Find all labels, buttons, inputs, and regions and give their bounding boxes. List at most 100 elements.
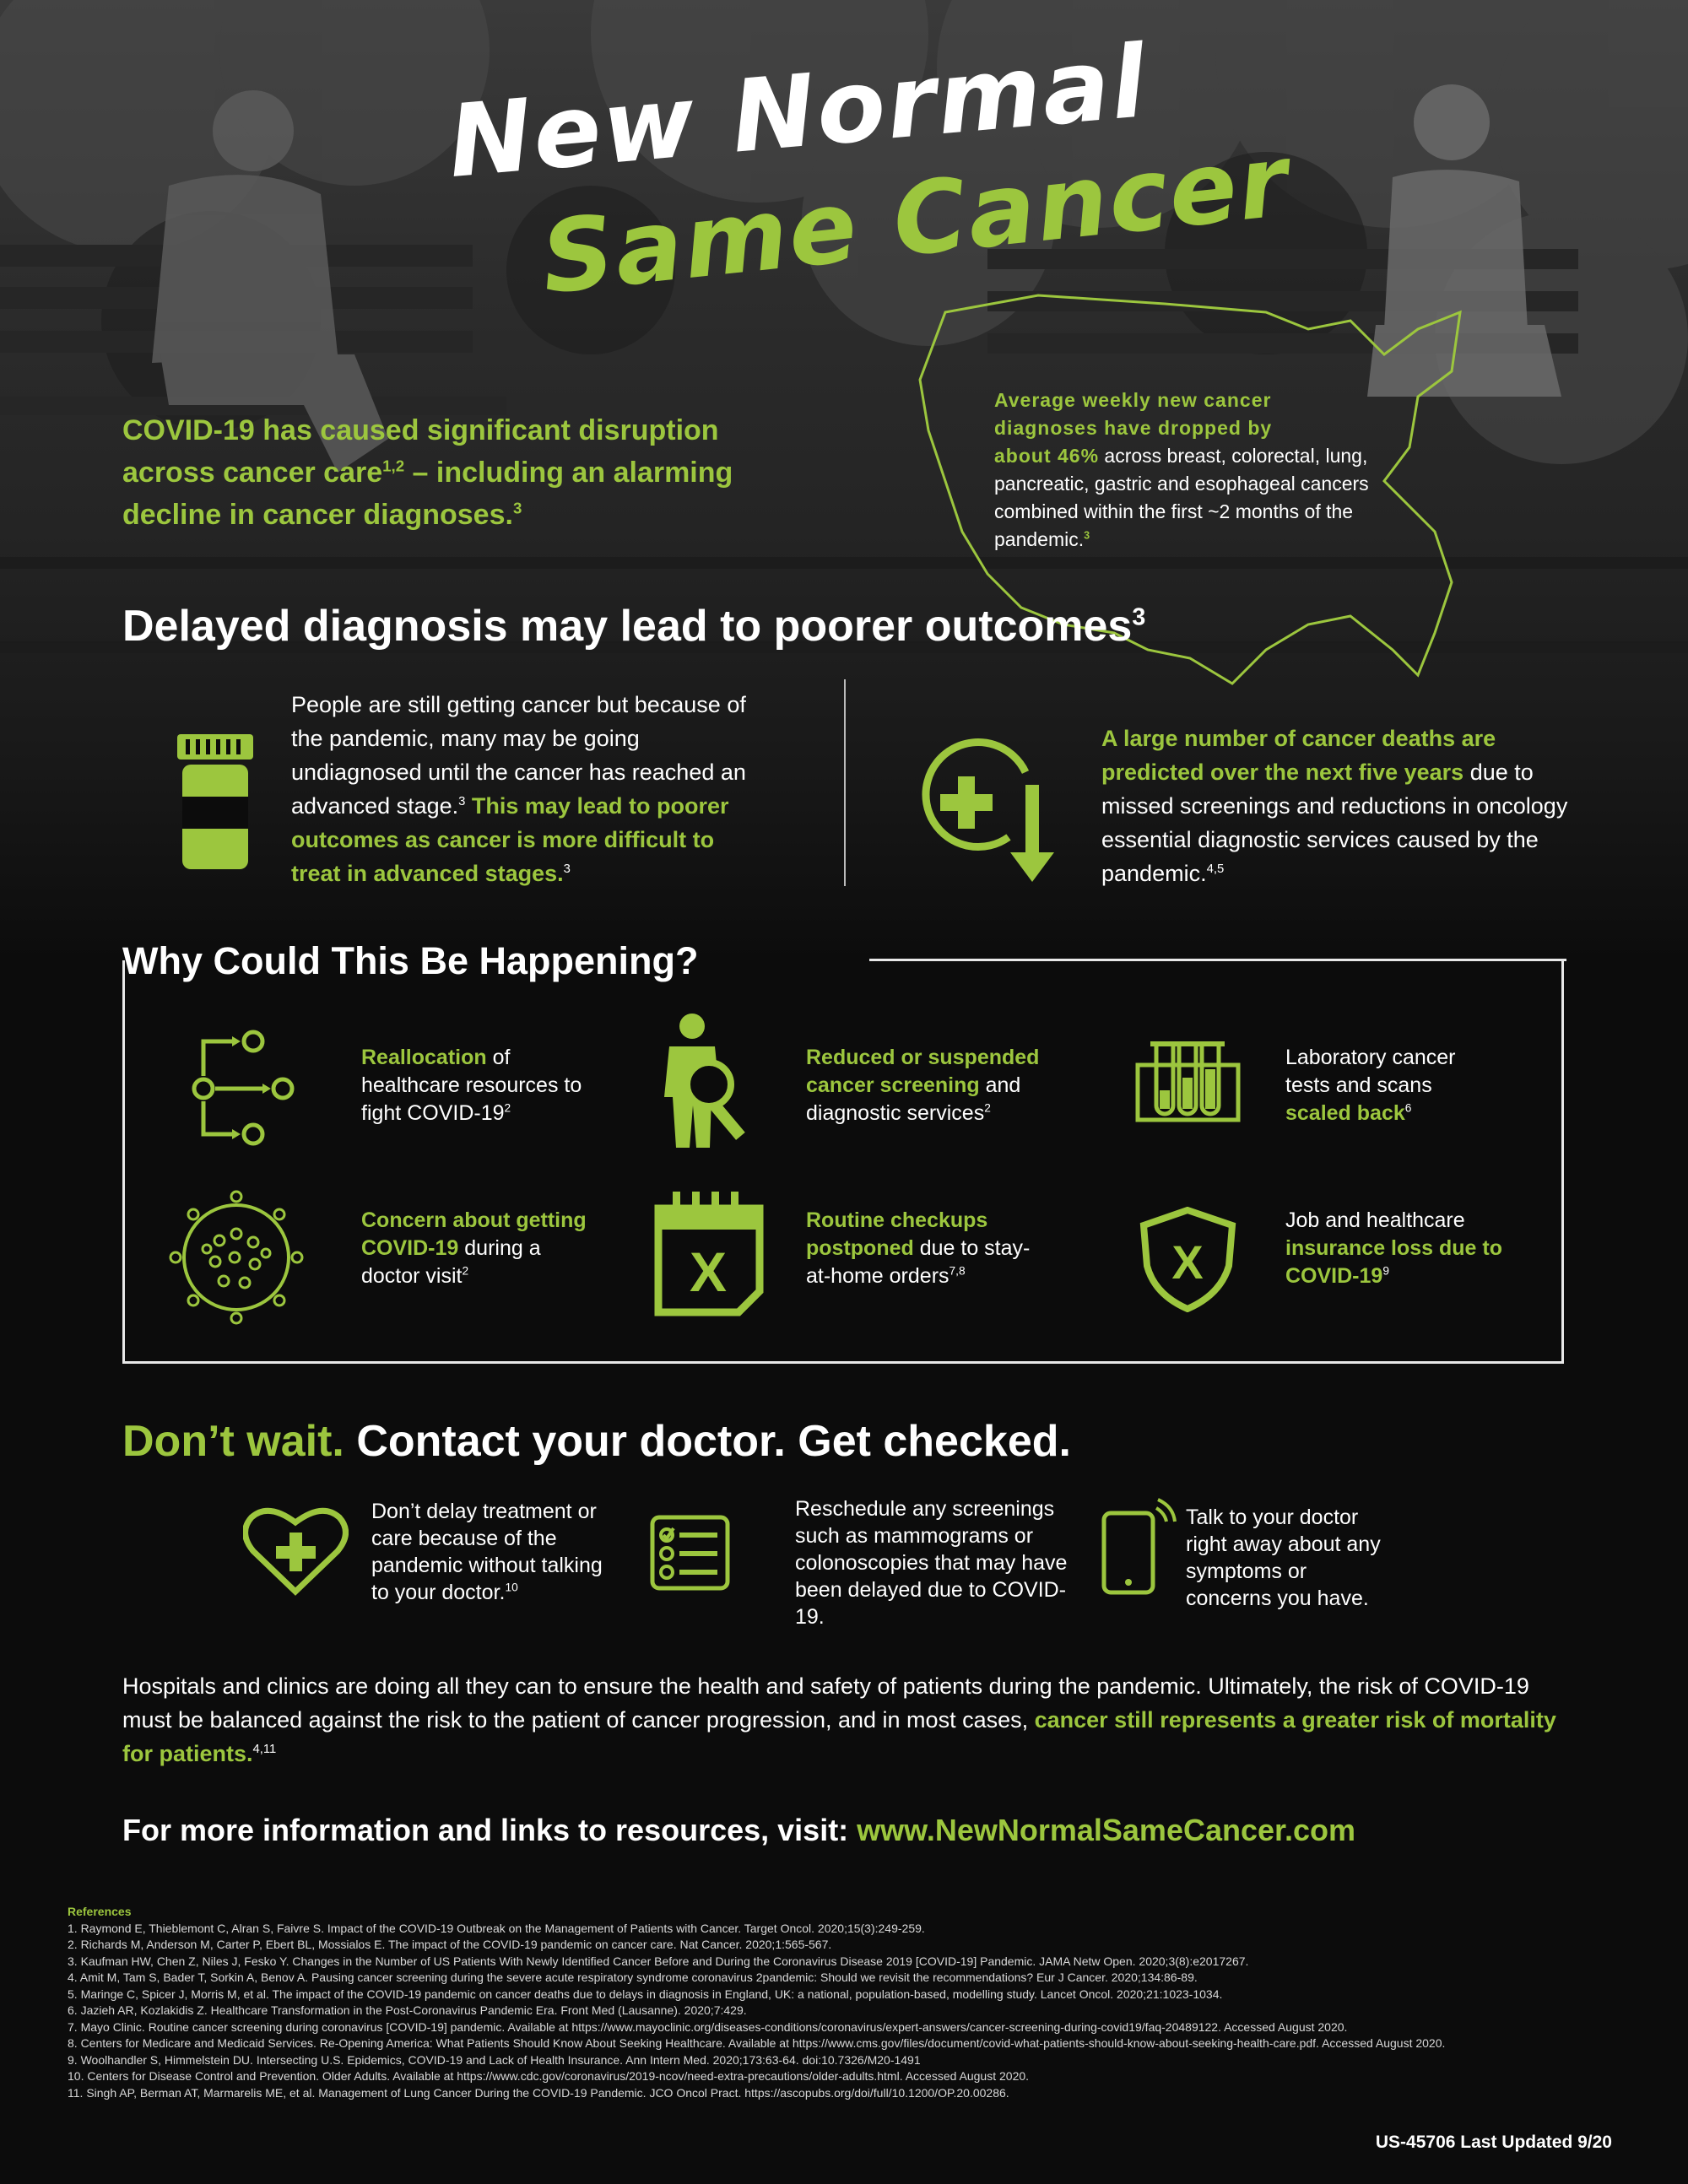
map-statistic: Average weekly new cancer diagnoses have… (994, 387, 1450, 554)
why-item-concern: Concern about getting COVID-19 during a … (361, 1207, 598, 1290)
why-2-highlight: Reduced or suspended cancer screening (806, 1046, 1040, 1097)
dont-item-screenings: Reschedule any screenings such as mammog… (795, 1495, 1082, 1630)
resource-link[interactable]: www.NewNormalSameCancer.com (857, 1813, 1356, 1847)
why-6-highlight: insurance loss due to COVID-19 (1285, 1236, 1503, 1288)
dont-item-symptoms: Talk to your doctor right away about any… (1186, 1504, 1388, 1612)
reference-item: 7. Mayo Clinic. Routine cancer screening… (68, 2019, 1348, 2034)
dont-1-text: Don’t delay treatment or care because of… (371, 1500, 603, 1604)
map-stat-sup: 3 (1084, 529, 1091, 542)
why-5-text: due to stay-at-home orders (806, 1236, 1031, 1288)
why-3-highlight: scaled back (1285, 1101, 1405, 1125)
why-5-sup: 7,8 (949, 1264, 966, 1278)
why-heading: Why Could This Be Happening? (122, 939, 699, 982)
virus-icon (169, 1190, 304, 1325)
why-3-text: Laboratory cancer tests and scans (1285, 1046, 1456, 1097)
why-2-text: and diagnostic services (806, 1073, 1021, 1125)
map-stat-line-2: diagnoses have dropped by (994, 417, 1273, 439)
why-4-sup: 2 (462, 1264, 469, 1278)
map-stat-line-1: Average weekly new cancer (994, 389, 1272, 411)
phone-icon (1101, 1498, 1177, 1595)
health-decline-icon (922, 738, 1054, 882)
reference-item: 5. Maringe C, Spicer J, Morris M, et al.… (68, 1987, 1223, 2001)
dont-wait-white: Contact your doctor. Get checked. (344, 1417, 1071, 1466)
delayed-left-text: People are still getting cancer but beca… (291, 688, 764, 890)
document-code: US-45706 Last Updated 9/20 (1375, 2133, 1612, 2152)
hospitals-text: Hospitals and clinics are doing all they… (122, 1673, 1529, 1733)
dont-3-text: Talk to your doctor right away about any… (1186, 1506, 1381, 1610)
hospitals-highlight: cancer still represents a greater risk o… (122, 1707, 1556, 1766)
delayed-right-highlight: A large number of cancer deaths are pred… (1101, 726, 1496, 785)
test-tubes-icon (1135, 1041, 1241, 1122)
why-item-insurance: Job and healthcare insurance loss due to… (1285, 1207, 1505, 1290)
calendar-x-icon: X (654, 1192, 764, 1316)
why-2-sup: 2 (984, 1101, 991, 1115)
pill-bottle-icon (177, 734, 253, 869)
reference-item: 3. Kaufman HW, Chen Z, Niles J, Fesko Y.… (68, 1954, 1249, 1968)
dont-wait-green: Don’t wait. (122, 1417, 344, 1466)
delayed-left-sup-2: 3 (563, 862, 571, 876)
svg-text:X: X (690, 1241, 727, 1303)
delayed-right-sup: 4,5 (1206, 862, 1225, 876)
references: References 1. Raymond E, Thieblemont C, … (68, 1904, 1637, 2101)
delayed-right-body: due to missed screenings and reductions … (1101, 760, 1568, 886)
reference-item: 8. Centers for Medicare and Medicaid Ser… (68, 2036, 1446, 2050)
why-1-text: of healthcare resources to fight COVID-1… (361, 1046, 582, 1125)
dont-wait-heading: Don’t wait. Contact your doctor. Get che… (122, 1416, 1071, 1467)
map-stat-highlight: about 46% (994, 445, 1100, 467)
map-stat-line-5: combined within the first ~2 months of t… (994, 500, 1354, 522)
intro-line-3: decline in cancer diagnoses. (122, 499, 513, 531)
delayed-heading-sup: 3 (1132, 603, 1146, 631)
delayed-heading-text: Delayed diagnosis may lead to poorer out… (122, 602, 1133, 651)
reference-item: 11. Singh AP, Berman AT, Marmarelis ME, … (68, 2085, 1009, 2100)
hospitals-sup: 4,11 (252, 1743, 277, 1756)
why-5-highlight: Routine checkups postponed (806, 1208, 988, 1260)
heart-plus-icon (243, 1507, 349, 1596)
hero-background-photo (0, 0, 1688, 962)
section-divider (844, 679, 846, 886)
delayed-left-body: People are still getting cancer but beca… (291, 692, 746, 819)
map-stat-line-3: across breast, colorectal, lung, (1099, 445, 1368, 467)
why-4-highlight: Concern about getting COVID-19 (361, 1208, 587, 1260)
delayed-left-highlight: This may lead to poorer outcomes as canc… (291, 793, 729, 886)
intro-sup-1: 1,2 (382, 457, 405, 475)
intro-statement: COVID-19 has caused significant disrupti… (122, 409, 798, 536)
why-6-text: Job and healthcare (1285, 1208, 1465, 1232)
hospitals-statement: Hospitals and clinics are doing all they… (122, 1669, 1557, 1770)
dont-2-text: Reschedule any screenings such as mammog… (795, 1497, 1068, 1629)
reference-item: 6. Jazieh AR, Kozlakidis Z. Healthcare T… (68, 2003, 747, 2017)
dont-1-sup: 10 (505, 1581, 518, 1594)
why-item-screening: Reduced or suspended cancer screening an… (806, 1044, 1076, 1127)
svg-text:X: X (1171, 1235, 1203, 1289)
reference-item: 10. Centers for Disease Control and Prev… (68, 2069, 1030, 2083)
more-info-text: For more information and links to resour… (122, 1813, 858, 1847)
reference-item: 4. Amit M, Tam S, Bader T, Sorkin A, Ben… (68, 1970, 1198, 1984)
checklist-icon (650, 1515, 730, 1591)
reallocation-icon (192, 1030, 295, 1146)
more-info: For more information and links to resour… (122, 1813, 1355, 1848)
why-1-highlight: Reallocation (361, 1046, 487, 1069)
why-1-sup: 2 (504, 1101, 511, 1115)
intro-line-1: COVID-19 has caused significant disrupti… (122, 414, 719, 446)
delayed-left-sup: 3 (458, 795, 466, 808)
why-4-text: during a doctor visit (361, 1236, 541, 1288)
us-map-icon (918, 294, 1462, 685)
screening-icon (664, 1014, 745, 1148)
why-box-top-border (869, 959, 1566, 961)
reference-item: 1. Raymond E, Thieblemont C, Alran S, Fa… (68, 1921, 925, 1935)
map-stat-line-6: pandemic. (994, 528, 1085, 550)
hero-scene-illustration (0, 0, 1688, 653)
intro-line-2a: across cancer care (122, 457, 383, 489)
references-title: References (68, 1905, 132, 1918)
why-item-reallocation: Reallocation of healthcare resources to … (361, 1044, 614, 1127)
shield-x-icon: X (1139, 1207, 1236, 1312)
delayed-heading: Delayed diagnosis may lead to poorer out… (122, 601, 1145, 651)
reference-item: 2. Richards M, Anderson M, Carter P, Ebe… (68, 1938, 832, 1951)
delayed-right-text: A large number of cancer deaths are pred… (1101, 722, 1574, 890)
reference-item: 9. Woolhandler S, Himmelstein DU. Inters… (68, 2052, 921, 2067)
why-item-checkups: Routine checkups postponed due to stay-a… (806, 1207, 1042, 1290)
why-box (122, 960, 1564, 1364)
dont-item-treatment: Don’t delay treatment or care because of… (371, 1498, 616, 1606)
why-3-sup: 6 (1404, 1101, 1412, 1115)
why-6-sup: 9 (1382, 1264, 1389, 1278)
intro-line-2b: – including an alarming (404, 457, 733, 489)
